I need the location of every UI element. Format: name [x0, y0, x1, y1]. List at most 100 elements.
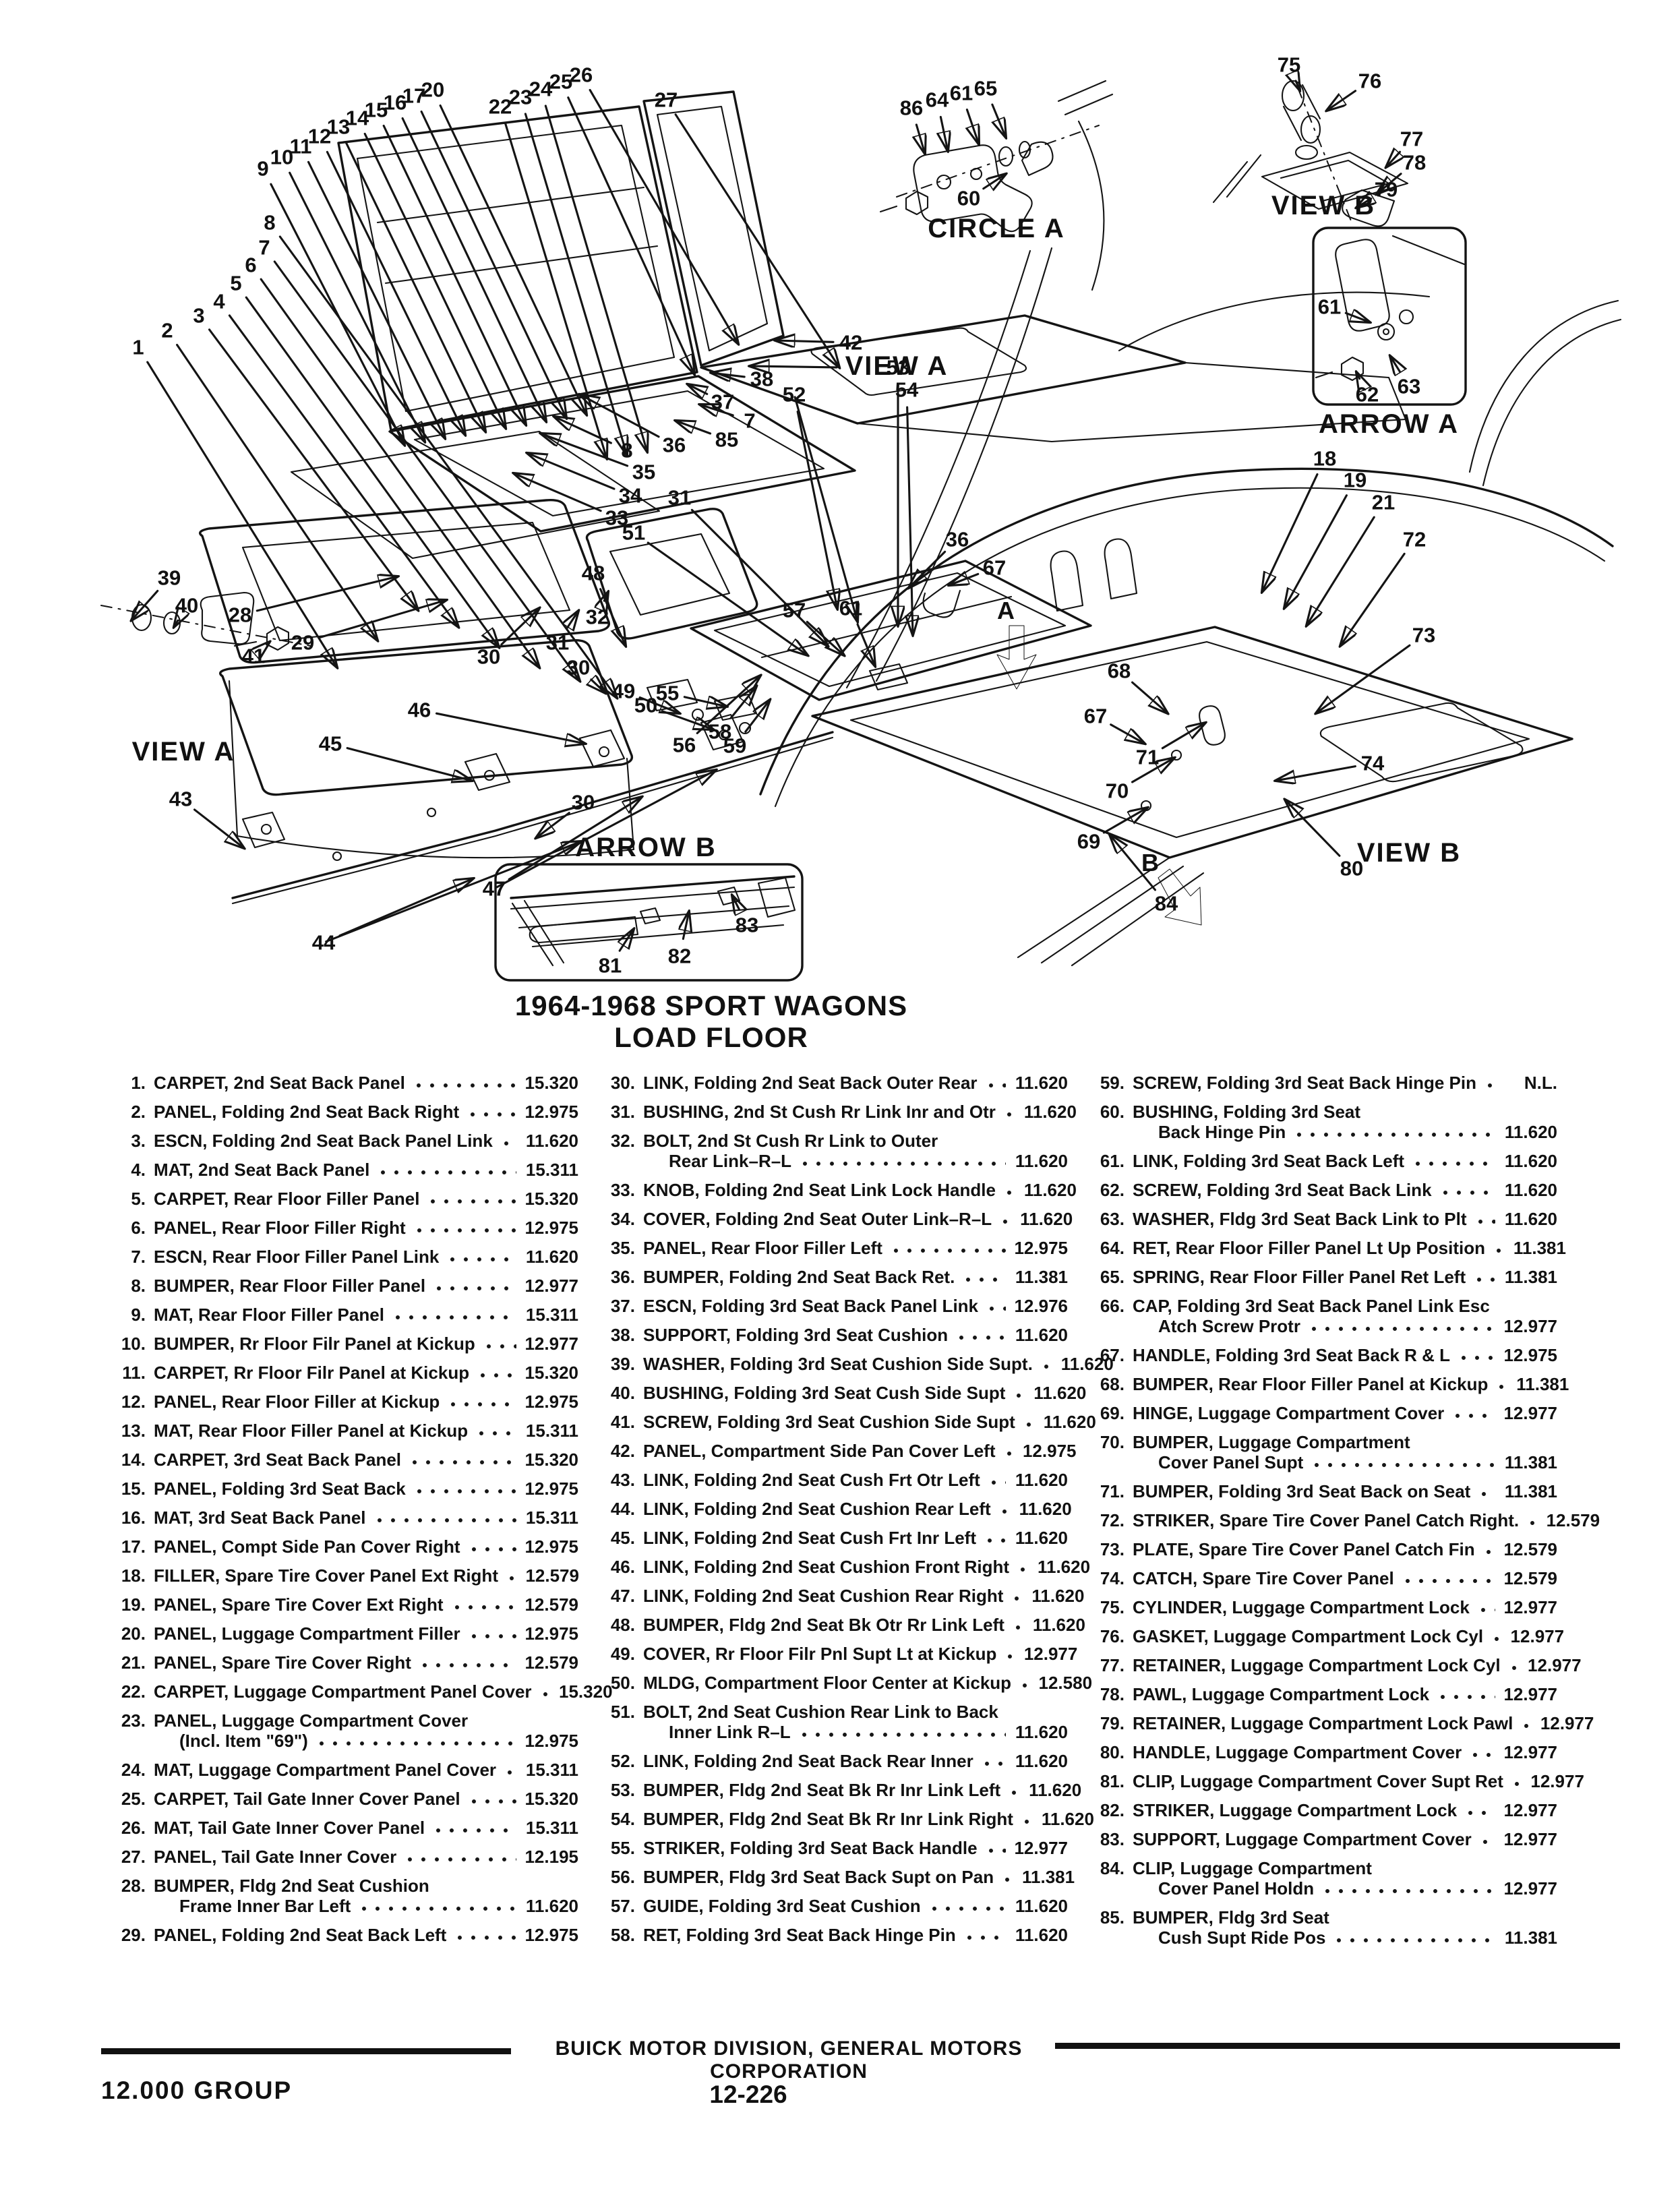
- direction-letter-a: A: [997, 597, 1015, 624]
- callout-32: 32: [586, 592, 609, 629]
- item-group-number: 15.320: [524, 1450, 578, 1470]
- callout-26: 26: [570, 63, 738, 345]
- item-number: 76.: [1100, 1626, 1124, 1646]
- dot-leader: [425, 1197, 516, 1206]
- item-name: BUMPER, Fldg 3rd Seat Back Supt on Pan: [643, 1867, 994, 1887]
- svg-text:71: 71: [1136, 746, 1159, 769]
- item-name: PANEL, Compt Side Pan Cover Right: [154, 1536, 460, 1557]
- item-number: 25.: [121, 1789, 146, 1809]
- item-name: SPRING, Rear Floor Filler Panel Ret Left: [1133, 1267, 1466, 1287]
- callout-3: 3: [193, 304, 418, 611]
- callout-8: 8: [554, 417, 633, 462]
- item-number: 42.: [610, 1441, 635, 1461]
- item-number: 44.: [610, 1499, 635, 1519]
- callout-67: 67: [1084, 705, 1145, 744]
- item-name: BUMPER, Fldg 2nd Seat Bk Otr Rr Link Lef…: [643, 1615, 1004, 1635]
- item-group-number: 12.977: [1528, 1655, 1582, 1675]
- dot-leader: [1493, 1382, 1507, 1392]
- item-number: 29.: [121, 1925, 146, 1945]
- callout-7: 7: [700, 405, 756, 433]
- svg-text:30: 30: [572, 791, 595, 814]
- dot-leader: [1472, 1217, 1495, 1226]
- dot-leader: [1009, 1594, 1023, 1603]
- dot-leader: [1449, 1411, 1495, 1421]
- parts-list-item: 41.SCREW, Folding 3rd Seat Cushion Side …: [596, 1412, 1096, 1431]
- parts-list-item: 45.LINK, Folding 2nd Seat Cush Frt Inr L…: [596, 1528, 1068, 1547]
- item-number: 73.: [1100, 1539, 1124, 1559]
- callout-2: 2: [161, 319, 378, 641]
- parts-list-item: 55.STRIKER, Folding 3rd Seat Back Handle…: [596, 1839, 1068, 1857]
- item-name: MAT, 2nd Seat Back Panel: [154, 1160, 370, 1180]
- parts-list-item: 51.BOLT, 2nd Seat Cushion Rear Link to B…: [596, 1702, 1068, 1741]
- dot-leader: [375, 1168, 516, 1177]
- item-group-number: 11.381: [1504, 1481, 1557, 1501]
- item-group-number: 12.579: [1503, 1539, 1557, 1559]
- item-name: HINGE, Luggage Compartment Cover: [1133, 1403, 1445, 1423]
- svg-text:33: 33: [605, 506, 628, 530]
- svg-text:30: 30: [477, 645, 500, 669]
- svg-text:61: 61: [839, 597, 862, 620]
- parts-list-item: 73. PLATE, Spare Tire Cover Panel Catch F…: [1085, 1540, 1557, 1559]
- item-number: 61.: [1100, 1151, 1124, 1171]
- dot-leader: [1476, 1837, 1495, 1847]
- svg-text:5: 5: [230, 272, 241, 295]
- parts-list-item: 49.COVER, Rr Floor Filr Pnl Supt Lt at K…: [596, 1644, 1078, 1663]
- figure-label-view-a: VIEW A: [132, 737, 235, 767]
- item-name: Back Hinge Pin: [1158, 1122, 1286, 1142]
- dot-leader: [1000, 1188, 1015, 1197]
- dot-leader: [498, 1139, 516, 1148]
- item-group-number: 12.977: [1510, 1626, 1565, 1646]
- item-number: 52.: [610, 1751, 635, 1771]
- dot-leader: [1009, 1623, 1023, 1632]
- dot-leader: [1490, 1246, 1504, 1255]
- item-group-number: 11.381: [1504, 1452, 1557, 1472]
- item-number: 26.: [121, 1818, 146, 1838]
- dot-leader: [984, 1304, 1006, 1313]
- svg-text:29: 29: [291, 631, 314, 655]
- dot-leader: [416, 1661, 516, 1670]
- svg-text:74: 74: [1361, 752, 1385, 775]
- dot-leader: [475, 1371, 516, 1380]
- svg-text:15: 15: [365, 98, 388, 122]
- item-group-number: 11.620: [1019, 1499, 1072, 1519]
- dot-leader: [1015, 1565, 1029, 1574]
- svg-text:17: 17: [402, 84, 425, 108]
- item-group-number: 12.579: [524, 1652, 578, 1673]
- item-number: 10.: [121, 1334, 146, 1354]
- item-number: 21.: [121, 1652, 146, 1673]
- item-group-number: 11.620: [1041, 1809, 1094, 1829]
- dot-leader: [1017, 1681, 1031, 1690]
- dot-leader: [480, 1342, 516, 1351]
- item-number: 2.: [131, 1102, 146, 1122]
- item-name: PANEL, Folding 2nd Seat Back Left: [154, 1925, 447, 1945]
- item-group-number: 11.620: [1023, 1180, 1077, 1200]
- callout-47: 47: [483, 797, 642, 901]
- svg-text:65: 65: [974, 77, 997, 100]
- svg-text:79: 79: [1375, 178, 1398, 202]
- callout-45: 45: [319, 732, 472, 781]
- item-group-number: 11.381: [1504, 1267, 1557, 1287]
- item-name: BUMPER, Fldg 3rd Seat: [1133, 1907, 1329, 1928]
- dot-leader: [503, 1574, 517, 1583]
- parts-list-item: 56.BUMPER, Fldg 3rd Seat Back Supt on Pa…: [596, 1867, 1075, 1887]
- svg-text:32: 32: [586, 605, 609, 629]
- callout-15: 15: [365, 98, 526, 425]
- item-name: MAT, Rear Floor Filler Panel: [154, 1305, 384, 1325]
- callout-43: 43: [169, 787, 244, 849]
- item-name: PLATE, Spare Tire Cover Panel Catch Fin: [1133, 1539, 1475, 1559]
- figure-title-line2: LOAD FLOOR: [614, 1021, 808, 1054]
- item-number: 24.: [121, 1760, 146, 1780]
- callout-73: 73: [1316, 624, 1435, 714]
- dot-leader: [430, 1826, 516, 1835]
- svg-text:45: 45: [319, 732, 342, 756]
- callout-61: 61: [1318, 295, 1370, 323]
- footer-group-number: 12.000 GROUP: [101, 2077, 293, 2104]
- item-number: 18.: [121, 1565, 146, 1586]
- svg-text:1: 1: [132, 336, 144, 359]
- parts-list-item: 13.MAT, Rear Floor Filler Panel at Kicku…: [107, 1421, 578, 1440]
- item-group-number: 15.311: [525, 1421, 578, 1441]
